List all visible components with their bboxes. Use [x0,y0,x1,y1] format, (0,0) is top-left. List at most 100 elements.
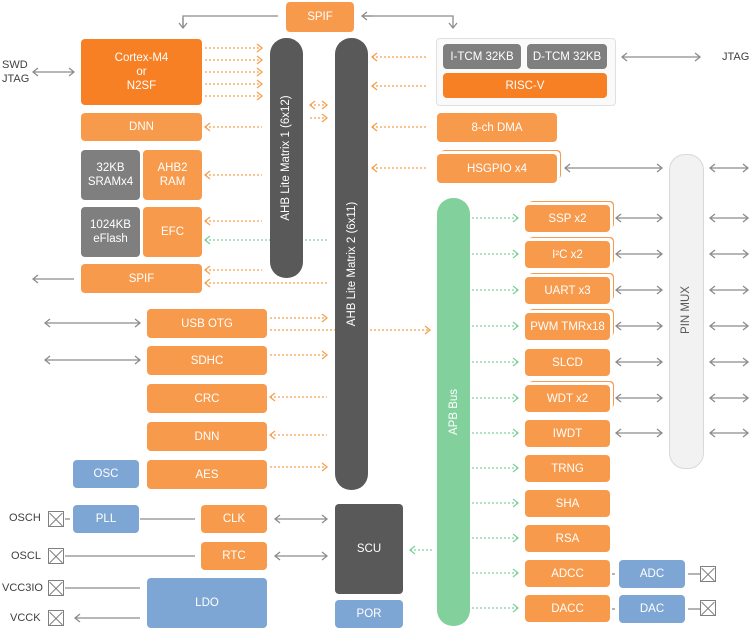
spif-top-label: SPIF [307,11,333,23]
dma-label: 8-ch DMA [471,121,523,134]
connector-arrow [472,285,520,295]
slcd-label: SLCD [552,356,583,369]
connector-arrow [708,393,750,403]
dnn-mid-label: DNN [194,430,220,443]
iwdt-label: IWDT [552,427,583,440]
itcm-block: I-TCM 32KB [443,44,521,69]
crc-label: CRC [194,392,220,405]
adc-pin-icon [700,566,716,582]
spif-left-block: SPIF [81,264,202,293]
dacc-label: DACC [551,602,584,615]
jtag-right-label: JTAG [722,51,750,63]
connector-arrow [472,428,520,438]
vcc3io-pin-icon [48,580,64,596]
connector-arrow [203,265,262,275]
sram-line-1: 32KB [96,162,125,174]
dtcm-label: D-TCM 32KB [532,50,602,63]
connector-arrow [708,357,750,367]
connector-arrow [205,43,264,53]
dma-block: 8-ch DMA [437,113,557,142]
ahb-matrix-2-label: AHB Lite Matrix 2 (6x11) [346,201,358,327]
pll-block: PLL [73,505,139,533]
connector-arrow [73,613,140,623]
crc-block: CRC [147,384,267,413]
uart-label: UART x3 [544,284,591,297]
connector-arrow [708,321,750,331]
wdt-label: WDT x2 [546,392,589,405]
aes-label: AES [195,468,219,481]
iwdt-block: IWDT [525,420,610,447]
wdt-block: WDT x2 [525,385,610,412]
connector-arrow [408,545,432,555]
rsa-block: RSA [525,525,610,552]
connector-arrow [203,170,262,180]
riscv-block: RISC-V [443,73,607,98]
connector-arrow [205,91,264,101]
connector-arrow [310,113,329,123]
pwm-block: PWM TMRx18 [525,313,610,340]
scu-block: SCU [335,504,403,594]
adc-label: ADC [639,568,665,580]
connector-arrow [614,321,664,331]
usb-otg-label: USB OTG [181,317,233,330]
ahb2ram-line-1: AHB2 [157,162,188,174]
clk-label: CLK [222,513,246,525]
por-label: POR [356,608,382,620]
connector-arrow [614,249,664,259]
connector-arrow [31,67,76,77]
ahb-matrix-1-label: AHB Lite Matrix 1 (6x12) [280,95,292,221]
ldo-block: LDO [147,578,267,628]
rtc-label: RTC [222,550,246,562]
ssp-block: SSP x2 [525,205,610,232]
jtag-left-label: JTAG [2,73,30,85]
connector-arrow [308,100,329,110]
adcc-label: ADCC [551,567,584,580]
osch-label: OSCH [9,512,41,524]
connector-arrow [472,533,520,543]
connector-arrow [270,462,329,472]
connector-arrow [370,163,428,173]
eflash-block: 1024KB eFlash [81,207,140,257]
sdhc-label: SDHC [190,354,224,367]
connector-arrow [472,463,520,473]
connector-arrow [205,55,264,65]
connector-arrow [563,163,664,173]
vcck-label: VCCK [10,612,41,624]
connector-arrow [205,79,264,89]
spif-top-block: SPIF [286,2,354,32]
connector-arrow [178,18,188,30]
connector-arrow [273,514,329,524]
dac-label: DAC [639,603,665,615]
itcm-label: I-TCM 32KB [450,50,514,63]
connector-arrow [620,52,702,62]
connector-arrow [370,52,428,62]
connector-arrow [205,67,264,77]
connector-arrow [203,278,327,288]
sha-label: SHA [555,497,580,510]
oscl-pin-icon [48,548,64,564]
connector-arrow [43,355,142,365]
ahb2ram-block: AHB2 RAM [143,150,202,200]
apb-bus [437,198,470,626]
connector-arrow [708,249,750,259]
connector-arrow [268,392,327,402]
rsa-label: RSA [555,532,580,545]
connector-arrow [472,603,520,613]
connector-arrow [270,313,329,323]
cortex-line-2: or [136,66,147,78]
clk-block: CLK [201,505,267,533]
connector-arrow [362,15,458,30]
ldo-label: LDO [195,597,219,609]
connector-arrow [614,393,664,403]
sram-block: 32KB SRAMx4 [81,150,140,200]
osc-block: OSC [73,460,139,488]
eflash-line-1: 1024KB [90,219,131,231]
rtc-block: RTC [201,542,267,570]
ssp-label: SSP x2 [548,212,587,225]
osc-label: OSC [93,468,119,480]
connector-arrow [273,551,329,561]
connector-arrow [268,430,327,440]
ahb-matrix-2-bus [335,38,368,490]
connector-arrow [203,235,327,245]
